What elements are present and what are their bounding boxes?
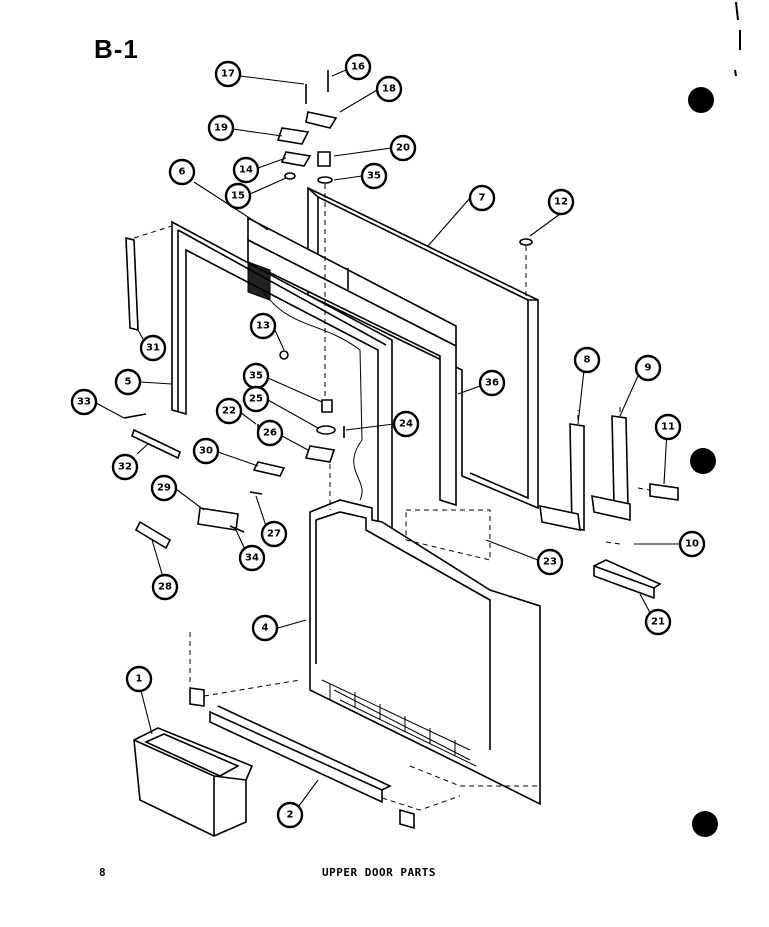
svg-text:35: 35: [367, 171, 381, 182]
callout-31: 31: [139, 334, 167, 362]
section-code: B-1: [94, 34, 139, 64]
svg-text:32: 32: [118, 462, 132, 473]
callout-1: 1: [125, 665, 153, 693]
insulation-block: [405, 509, 491, 561]
callout-33: 33: [70, 388, 98, 416]
svg-text:31: 31: [146, 343, 160, 354]
hinge-bracket-left: [539, 423, 585, 532]
callout-8: 8: [573, 346, 601, 374]
svg-text:27: 27: [267, 529, 281, 540]
callout-34: 34: [238, 544, 266, 572]
callout-15: 15: [224, 182, 252, 210]
callout-20: 20: [389, 134, 417, 162]
callout-32: 32: [111, 453, 139, 481]
callout-29: 29: [150, 474, 178, 502]
callout-28: 28: [151, 573, 179, 601]
svg-text:10: 10: [685, 539, 699, 550]
callout-30: 30: [192, 437, 220, 465]
svg-text:13: 13: [256, 321, 270, 332]
svg-text:36: 36: [485, 378, 499, 389]
callout-21: 21: [644, 608, 672, 636]
svg-text:17: 17: [221, 69, 235, 80]
svg-text:21: 21: [651, 617, 665, 628]
svg-text:14: 14: [239, 165, 253, 176]
callout-12: 12: [547, 188, 575, 216]
leader-lines: [95, 69, 680, 811]
callout-22: 22: [215, 397, 243, 425]
spacer-plate: [649, 483, 679, 501]
gasket-strip: [125, 225, 173, 332]
svg-text:16: 16: [351, 62, 365, 73]
callout-24: 24: [392, 410, 420, 438]
top-hinge-assembly: [276, 70, 533, 246]
svg-text:23: 23: [543, 557, 557, 568]
callout-23: 23: [536, 548, 564, 576]
callout-11: 11: [654, 413, 682, 441]
svg-text:20: 20: [396, 143, 410, 154]
callout-14: 14: [232, 156, 260, 184]
callout-6: 6: [168, 158, 196, 186]
svg-text:19: 19: [214, 123, 228, 134]
callout-35: 35: [360, 162, 388, 190]
callout-2: 2: [276, 801, 304, 829]
callout-7: 7: [468, 184, 496, 212]
callout-13: 13: [249, 312, 277, 340]
svg-text:4: 4: [262, 623, 269, 634]
svg-text:18: 18: [382, 84, 396, 95]
callout-10: 10: [678, 530, 706, 558]
svg-text:22: 22: [222, 406, 236, 417]
center-hinge-assembly: [123, 350, 345, 707]
door-frame: [171, 220, 393, 542]
callout-9: 9: [634, 354, 662, 382]
registration-marks: [688, 1, 741, 837]
callout-16: 16: [344, 53, 372, 81]
callout-36: 36: [478, 369, 506, 397]
svg-text:5: 5: [125, 377, 132, 388]
hinge-bracket-right: [591, 415, 631, 521]
callout-25: 25: [242, 385, 270, 413]
callout-35b: 35: [242, 362, 270, 390]
svg-text:25: 25: [249, 394, 263, 405]
callout-4: 4: [251, 614, 279, 642]
svg-text:11: 11: [661, 422, 675, 433]
callout-5: 5: [114, 368, 142, 396]
svg-text:7: 7: [479, 193, 486, 204]
svg-text:34: 34: [245, 553, 259, 564]
inner-door-liner: [309, 499, 541, 806]
svg-text:30: 30: [199, 446, 213, 457]
callout-26: 26: [256, 419, 284, 447]
svg-text:2: 2: [287, 810, 294, 821]
alignment-lines: [324, 184, 651, 545]
svg-text:15: 15: [231, 191, 245, 202]
bottom-trim-rail: [209, 705, 461, 830]
angle-strip: [593, 559, 662, 600]
callout-27: 27: [260, 520, 288, 548]
svg-text:9: 9: [645, 363, 652, 374]
svg-text:29: 29: [157, 483, 171, 494]
svg-text:33: 33: [77, 397, 91, 408]
svg-text:1: 1: [136, 674, 143, 685]
callout-18: 18: [375, 75, 403, 103]
svg-text:35: 35: [249, 371, 263, 382]
svg-text:6: 6: [179, 167, 186, 178]
door-bin: [133, 727, 254, 837]
svg-text:28: 28: [158, 582, 172, 593]
page-number: 8: [99, 866, 106, 879]
callout-17: 17: [214, 60, 242, 88]
svg-text:26: 26: [263, 428, 277, 439]
svg-text:12: 12: [554, 197, 568, 208]
diagram-caption: UPPER DOOR PARTS: [322, 866, 436, 879]
svg-text:24: 24: [399, 419, 413, 430]
callout-19: 19: [207, 114, 235, 142]
svg-text:8: 8: [584, 355, 591, 366]
